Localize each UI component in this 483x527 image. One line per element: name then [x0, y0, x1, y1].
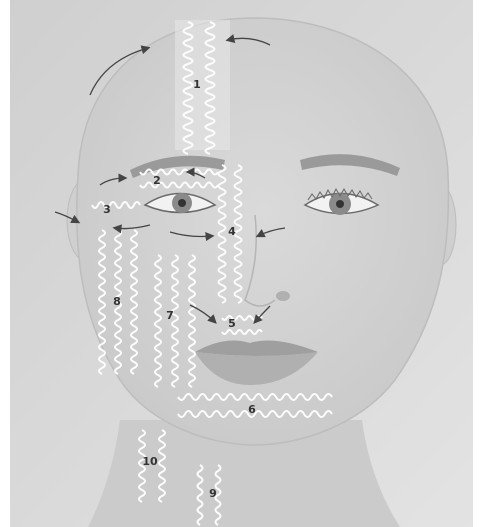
zone-label-10: 10	[142, 455, 158, 468]
zone-label-2: 2	[153, 174, 161, 187]
zone-label-4: 4	[228, 225, 236, 238]
zone-label-7: 7	[166, 309, 174, 322]
left-margin	[0, 0, 10, 527]
zone-label-9: 9	[209, 487, 217, 500]
zone-label-6: 6	[248, 403, 256, 416]
nostril	[276, 291, 290, 301]
zone-label-5: 5	[228, 317, 236, 330]
zone-label-3: 3	[103, 203, 111, 216]
forehead-band	[175, 20, 230, 150]
right-margin	[473, 0, 483, 527]
zone-label-8: 8	[113, 295, 121, 308]
zone-label-1: 1	[193, 78, 201, 91]
